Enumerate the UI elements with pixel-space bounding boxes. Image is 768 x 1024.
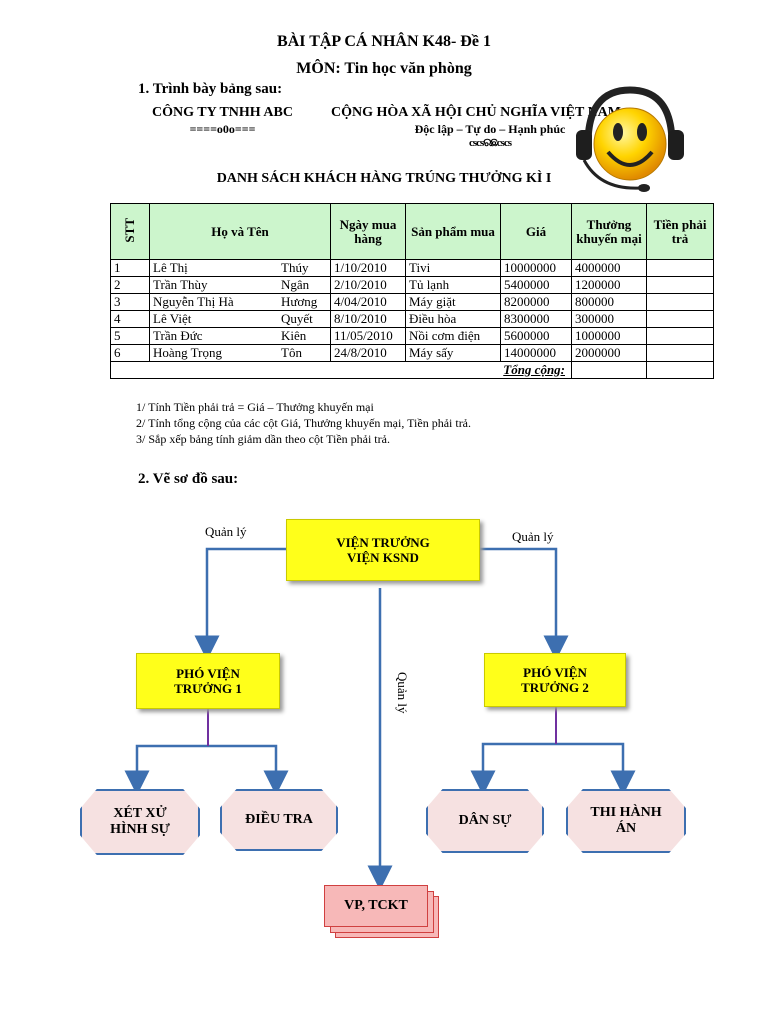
row-last-name: Kiên <box>281 328 307 343</box>
row-name-cell: Trần Thùy Ngân <box>149 276 331 294</box>
row-date-cell: 8/10/2010 <box>330 310 406 328</box>
row-first-name: Nguyễn Thị Hà <box>153 294 234 309</box>
row-bonus-cell: 1000000 <box>571 327 647 345</box>
row-first-name: Trần Thùy <box>153 277 208 292</box>
row-price-cell: 10000000 <box>500 259 572 277</box>
box-deputy1-line2: TRƯỞNG 1 <box>174 681 242 696</box>
row-date-cell: 11/05/2010 <box>330 327 406 345</box>
row-bonus-cell: 4000000 <box>571 259 647 277</box>
row-first-name: Lê Việt <box>153 311 192 326</box>
arrow-top-to-deputy1 <box>194 547 286 661</box>
leaf1-line1: XÉT XỬ <box>113 806 167 821</box>
header-bonus: Thưởng khuyến mại <box>571 203 647 260</box>
row-last-name: Ngân <box>281 277 310 292</box>
row-date-cell: 24/8/2010 <box>330 344 406 362</box>
arrow-to-leaf3 <box>470 742 556 796</box>
box-vp-tckt: VP, TCKT <box>324 885 428 927</box>
row-last-name: Quyết <box>281 311 313 326</box>
page-title: BÀI TẬP CÁ NHÂN K48- Đề 1 <box>277 33 491 50</box>
header-date: Ngày mua hàng <box>330 203 406 260</box>
task-2: 2/ Tính tổng cộng của các cột Giá, Thưởn… <box>136 416 472 430</box>
subject-title: MÔN: Tin học văn phòng <box>296 60 472 77</box>
row-name-cell: Lê Thị Thúy <box>149 259 331 277</box>
box-deputy1-line1: PHÓ VIỆN <box>176 666 240 681</box>
row-last-name: Hương <box>281 294 318 309</box>
office-label: VP, TCKT <box>344 898 408 913</box>
row-first-name: Trần Đức <box>153 328 203 343</box>
row-first-name: Lê Thị <box>153 260 188 275</box>
republic-name: CỘNG HÒA XÃ HỘI CHỦ NGHĨA VIỆT NAM <box>330 105 621 120</box>
total-label: Tổng cộng: <box>110 361 572 379</box>
row-bonus-cell: 800000 <box>571 293 647 311</box>
leaf4-line2: ÁN <box>615 821 637 836</box>
task-3: 3/ Sắp xếp bảng tính giảm dần theo cột T… <box>136 432 390 446</box>
header-payable: Tiền phải trả <box>646 203 714 260</box>
total-payable-cell <box>646 361 714 379</box>
customer-table: STT Họ và Tên Ngày mua hàng Sản phẩm mua… <box>110 203 714 379</box>
company-name: CÔNG TY TNHH ABC <box>152 105 293 120</box>
smiley-headset-icon <box>576 86 684 192</box>
company-separator: ====o0o=== <box>189 122 256 136</box>
leaf3-label: DÂN SỰ <box>458 813 512 828</box>
list-title: DANH SÁCH KHÁCH HÀNG TRÚNG THƯỞNG KÌ I <box>216 171 552 186</box>
row-price-cell: 5400000 <box>500 276 572 294</box>
box-deputy2-line2: TRƯỞNG 2 <box>521 680 589 695</box>
row-last-name: Thúy <box>281 260 309 275</box>
section-2-heading: 2. Vẽ sơ đồ sau: <box>138 471 239 487</box>
label-manage-right: Quản lý <box>512 529 554 544</box>
motto-separator: cscsରଛcscs <box>469 137 512 149</box>
box-deputy2-line1: PHÓ VIỆN <box>523 665 587 680</box>
box-dan-su: DÂN SỰ <box>426 789 544 853</box>
row-first-name: Hoàng Trọng <box>153 345 222 360</box>
motto: Độc lập – Tự do – Hạnh phúc <box>414 122 566 136</box>
leaf2-label: ĐIỀU TRA <box>245 812 313 827</box>
task-1: 1/ Tính Tiền phải trả = Giá – Thưởng khu… <box>136 400 374 414</box>
arrow-top-to-deputy2 <box>478 547 569 661</box>
box-dieu-tra: ĐIỀU TRA <box>220 789 338 851</box>
total-row: Tổng cộng: <box>110 361 714 379</box>
box-vien-truong-line2: VIỆN KSND <box>347 550 419 565</box>
arrow-to-leaf1 <box>124 744 208 796</box>
header-stt: STT <box>110 203 150 260</box>
row-last-name: Tôn <box>281 345 302 360</box>
arrow-to-leaf4 <box>556 742 636 796</box>
label-manage-left: Quản lý <box>205 524 247 539</box>
header-price: Giá <box>500 203 572 260</box>
leaf4-line1: THI HÀNH <box>590 805 662 820</box>
arrow-to-leaf2 <box>208 744 289 796</box>
header-name: Họ và Tên <box>149 203 331 260</box>
row-name-cell: Lê Việt Quyết <box>149 310 331 328</box>
row-product-cell: Nồi cơm điện <box>405 327 501 345</box>
leaf1-line2: HÌNH SỰ <box>110 822 170 837</box>
box-vien-truong-line1: VIỆN TRƯỞNG <box>336 535 430 550</box>
label-manage-center: Quản lý <box>395 672 410 714</box>
section-1-heading: 1. Trình bày bảng sau: <box>138 81 283 97</box>
